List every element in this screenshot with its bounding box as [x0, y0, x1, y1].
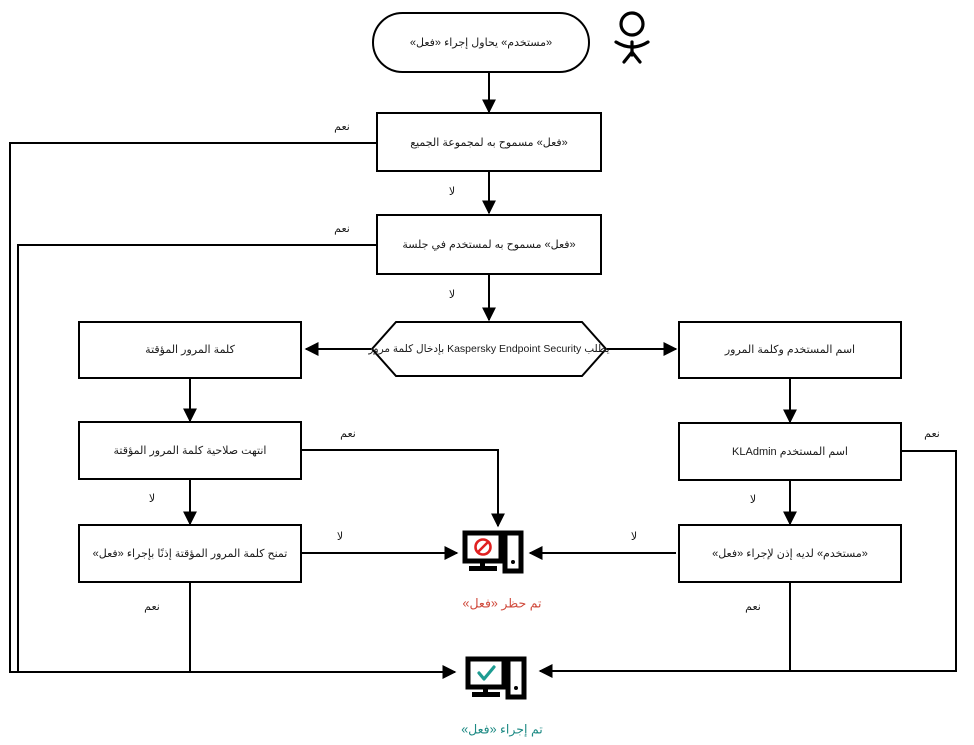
node-kladmin-username-label: اسم المستخدم KLAdmin — [732, 446, 848, 458]
node-everyone-allowed-label: «فعل» مسموح به لمجموعة الجميع — [410, 137, 568, 149]
edge-label-user-permission-no: لا — [631, 531, 637, 543]
node-temp-password-grants-label: تمنح كلمة المرور المؤقتة إذنًا بإجراء «ف… — [93, 548, 288, 560]
node-temp-password-expired: انتهت صلاحية كلمة المرور المؤقتة — [78, 421, 302, 480]
result-allowed-label: تم إجراء «فعل» — [461, 722, 543, 737]
node-session-user-allowed: «فعل» مسموح به لمستخدم في جلسة — [376, 214, 602, 275]
node-temp-password-grants: تمنح كلمة المرور المؤقتة إذنًا بإجراء «ف… — [78, 524, 302, 583]
edge-label-temp-expired-no: لا — [149, 493, 155, 505]
edge-session-yes: نعم — [17, 223, 377, 671]
edge-temp-expired-no: لا — [149, 480, 197, 526]
node-kes-prompt-label: يطلب Kaspersky Endpoint Security بإدخال … — [367, 343, 609, 355]
person-icon — [614, 11, 650, 64]
edge-temp-expired-yes: نعم — [301, 428, 505, 528]
edge-label-user-permission-yes: نعم — [745, 601, 761, 613]
node-kes-prompt: يطلب Kaspersky Endpoint Security بإدخال … — [367, 321, 610, 377]
node-username-password: اسم المستخدم وكلمة المرور — [678, 321, 902, 379]
node-session-user-allowed-label: «فعل» مسموح به لمستخدم في جلسة — [402, 239, 575, 251]
edge-user-permission-no: لا — [528, 531, 676, 560]
edge-label-temp-grants-yes: نعم — [144, 601, 160, 613]
result-blocked-label: تم حظر «فعل» — [463, 596, 543, 611]
edge-kladmin-yes: نعم — [538, 428, 957, 678]
edge-label-session-yes: نعم — [334, 223, 350, 235]
edge-user-permission-yes: نعم — [745, 583, 791, 671]
monitor-blocked-icon — [462, 530, 524, 574]
node-kladmin-username: اسم المستخدم KLAdmin — [678, 422, 902, 481]
edge-label-temp-grants-no: لا — [337, 531, 343, 543]
node-username-password-label: اسم المستخدم وكلمة المرور — [724, 344, 855, 356]
edge-session-no: لا — [449, 274, 496, 322]
node-temp-password: كلمة المرور المؤقتة — [78, 321, 302, 379]
edge-label-everyone-yes: نعم — [334, 121, 350, 133]
edge-label-temp-expired-yes: نعم — [340, 428, 356, 440]
node-temp-password-label: كلمة المرور المؤقتة — [145, 344, 235, 356]
node-start-label: «مستخدم» يحاول إجراء «فعل» — [410, 37, 552, 49]
edge-label-session-no: لا — [449, 289, 455, 301]
edge-label-everyone-no: لا — [449, 186, 455, 198]
node-start: «مستخدم» يحاول إجراء «فعل» — [372, 12, 590, 73]
edge-kladmin-no: لا — [750, 481, 797, 526]
edge-everyone-no: لا — [449, 171, 496, 215]
edge-label-kladmin-yes: نعم — [924, 428, 940, 440]
edge-everyone-yes: نعم — [9, 121, 457, 679]
node-user-has-permission-label: «مستخدم» لديه إذن لإجراء «فعل» — [712, 548, 868, 560]
node-user-has-permission: «مستخدم» لديه إذن لإجراء «فعل» — [678, 524, 902, 583]
edge-temp-grants-no: لا — [301, 531, 459, 560]
node-everyone-allowed: «فعل» مسموح به لمجموعة الجميع — [376, 112, 602, 172]
node-temp-password-expired-label: انتهت صلاحية كلمة المرور المؤقتة — [114, 445, 267, 457]
edge-temp-grants-yes: نعم — [144, 583, 191, 671]
monitor-check-icon — [465, 656, 527, 700]
edge-label-kladmin-no: لا — [750, 494, 756, 506]
